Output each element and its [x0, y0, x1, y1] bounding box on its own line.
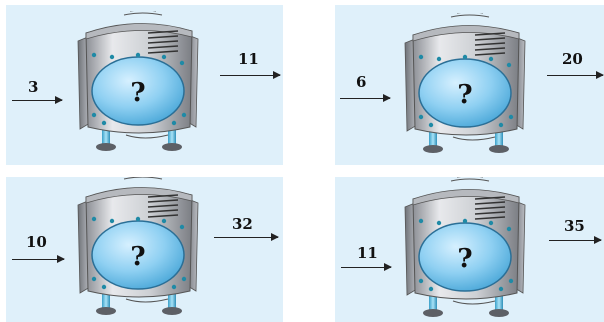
output-number: 11 [238, 50, 259, 68]
function-machine: ? [77, 177, 199, 316]
input-arrow [341, 263, 392, 271]
input-arrow [340, 94, 391, 102]
machine-panel-4: 11 ? 35 [335, 177, 604, 322]
unknown-symbol: ? [130, 78, 145, 108]
unknown-symbol: ? [130, 242, 145, 272]
machine-panel-1: 3 ? 11 [6, 5, 283, 165]
output-number: 35 [564, 217, 585, 235]
output-number: 32 [232, 215, 253, 233]
input-arrow [12, 96, 63, 104]
function-machine: ? [77, 11, 199, 152]
output-arrow [547, 71, 604, 79]
output-number: 20 [562, 50, 583, 68]
unknown-symbol: ? [457, 80, 472, 110]
function-machine: ? [404, 13, 526, 154]
machine-panel-3: 10 ? 32 [6, 177, 283, 322]
input-number: 10 [26, 233, 47, 251]
input-number: 6 [356, 73, 367, 91]
machine-panel-2: 6 ? 20 [335, 5, 604, 165]
input-arrow [12, 255, 65, 263]
output-arrow [214, 233, 279, 241]
output-arrow [549, 236, 602, 244]
function-machine: ? [404, 177, 526, 318]
unknown-symbol: ? [457, 244, 472, 274]
output-arrow [220, 71, 281, 79]
input-number: 3 [28, 78, 39, 96]
input-number: 11 [357, 244, 378, 262]
